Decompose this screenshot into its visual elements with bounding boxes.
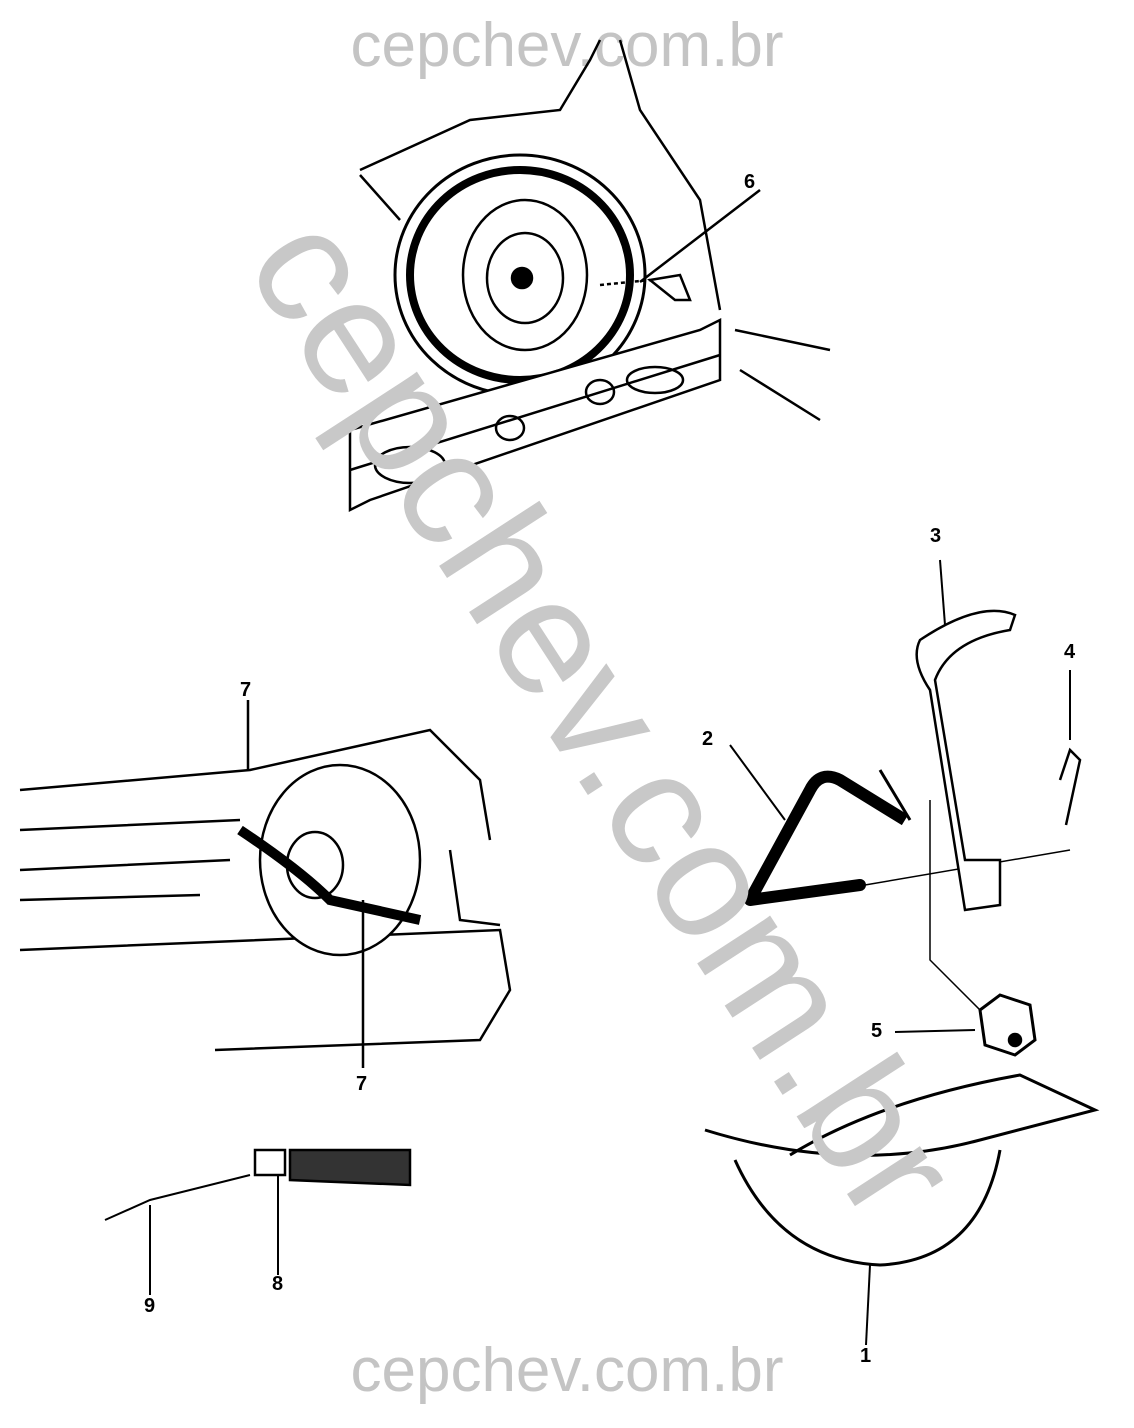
watermark-bottom: cepchev.com.br: [350, 1336, 784, 1405]
callout-3: 3: [930, 525, 942, 547]
trunk-spare-wheel-view: [348, 39, 831, 513]
callout-7-top: 7: [240, 679, 252, 701]
callout-8: 8: [272, 1273, 284, 1295]
part-4-cotter-pin: [1058, 670, 1082, 826]
part-2-crank: [729, 744, 1071, 906]
callout-9: 9: [144, 1295, 156, 1317]
callout-4: 4: [1064, 641, 1076, 663]
callout-1: 1: [860, 1345, 872, 1367]
part-3-bracket: [915, 559, 1017, 1021]
strap-install-view: [19, 700, 512, 1068]
watermark-top: cepchev.com.br: [350, 11, 784, 80]
callout-2: 2: [702, 728, 714, 750]
callout-7-bottom: 7: [356, 1073, 368, 1095]
callout-5: 5: [871, 1020, 883, 1042]
part-1-tray: [704, 1073, 1100, 1346]
part-5-nut: [894, 993, 1037, 1057]
part-8-9-strap-rivet: [104, 1148, 412, 1295]
callout-6: 6: [744, 171, 756, 193]
